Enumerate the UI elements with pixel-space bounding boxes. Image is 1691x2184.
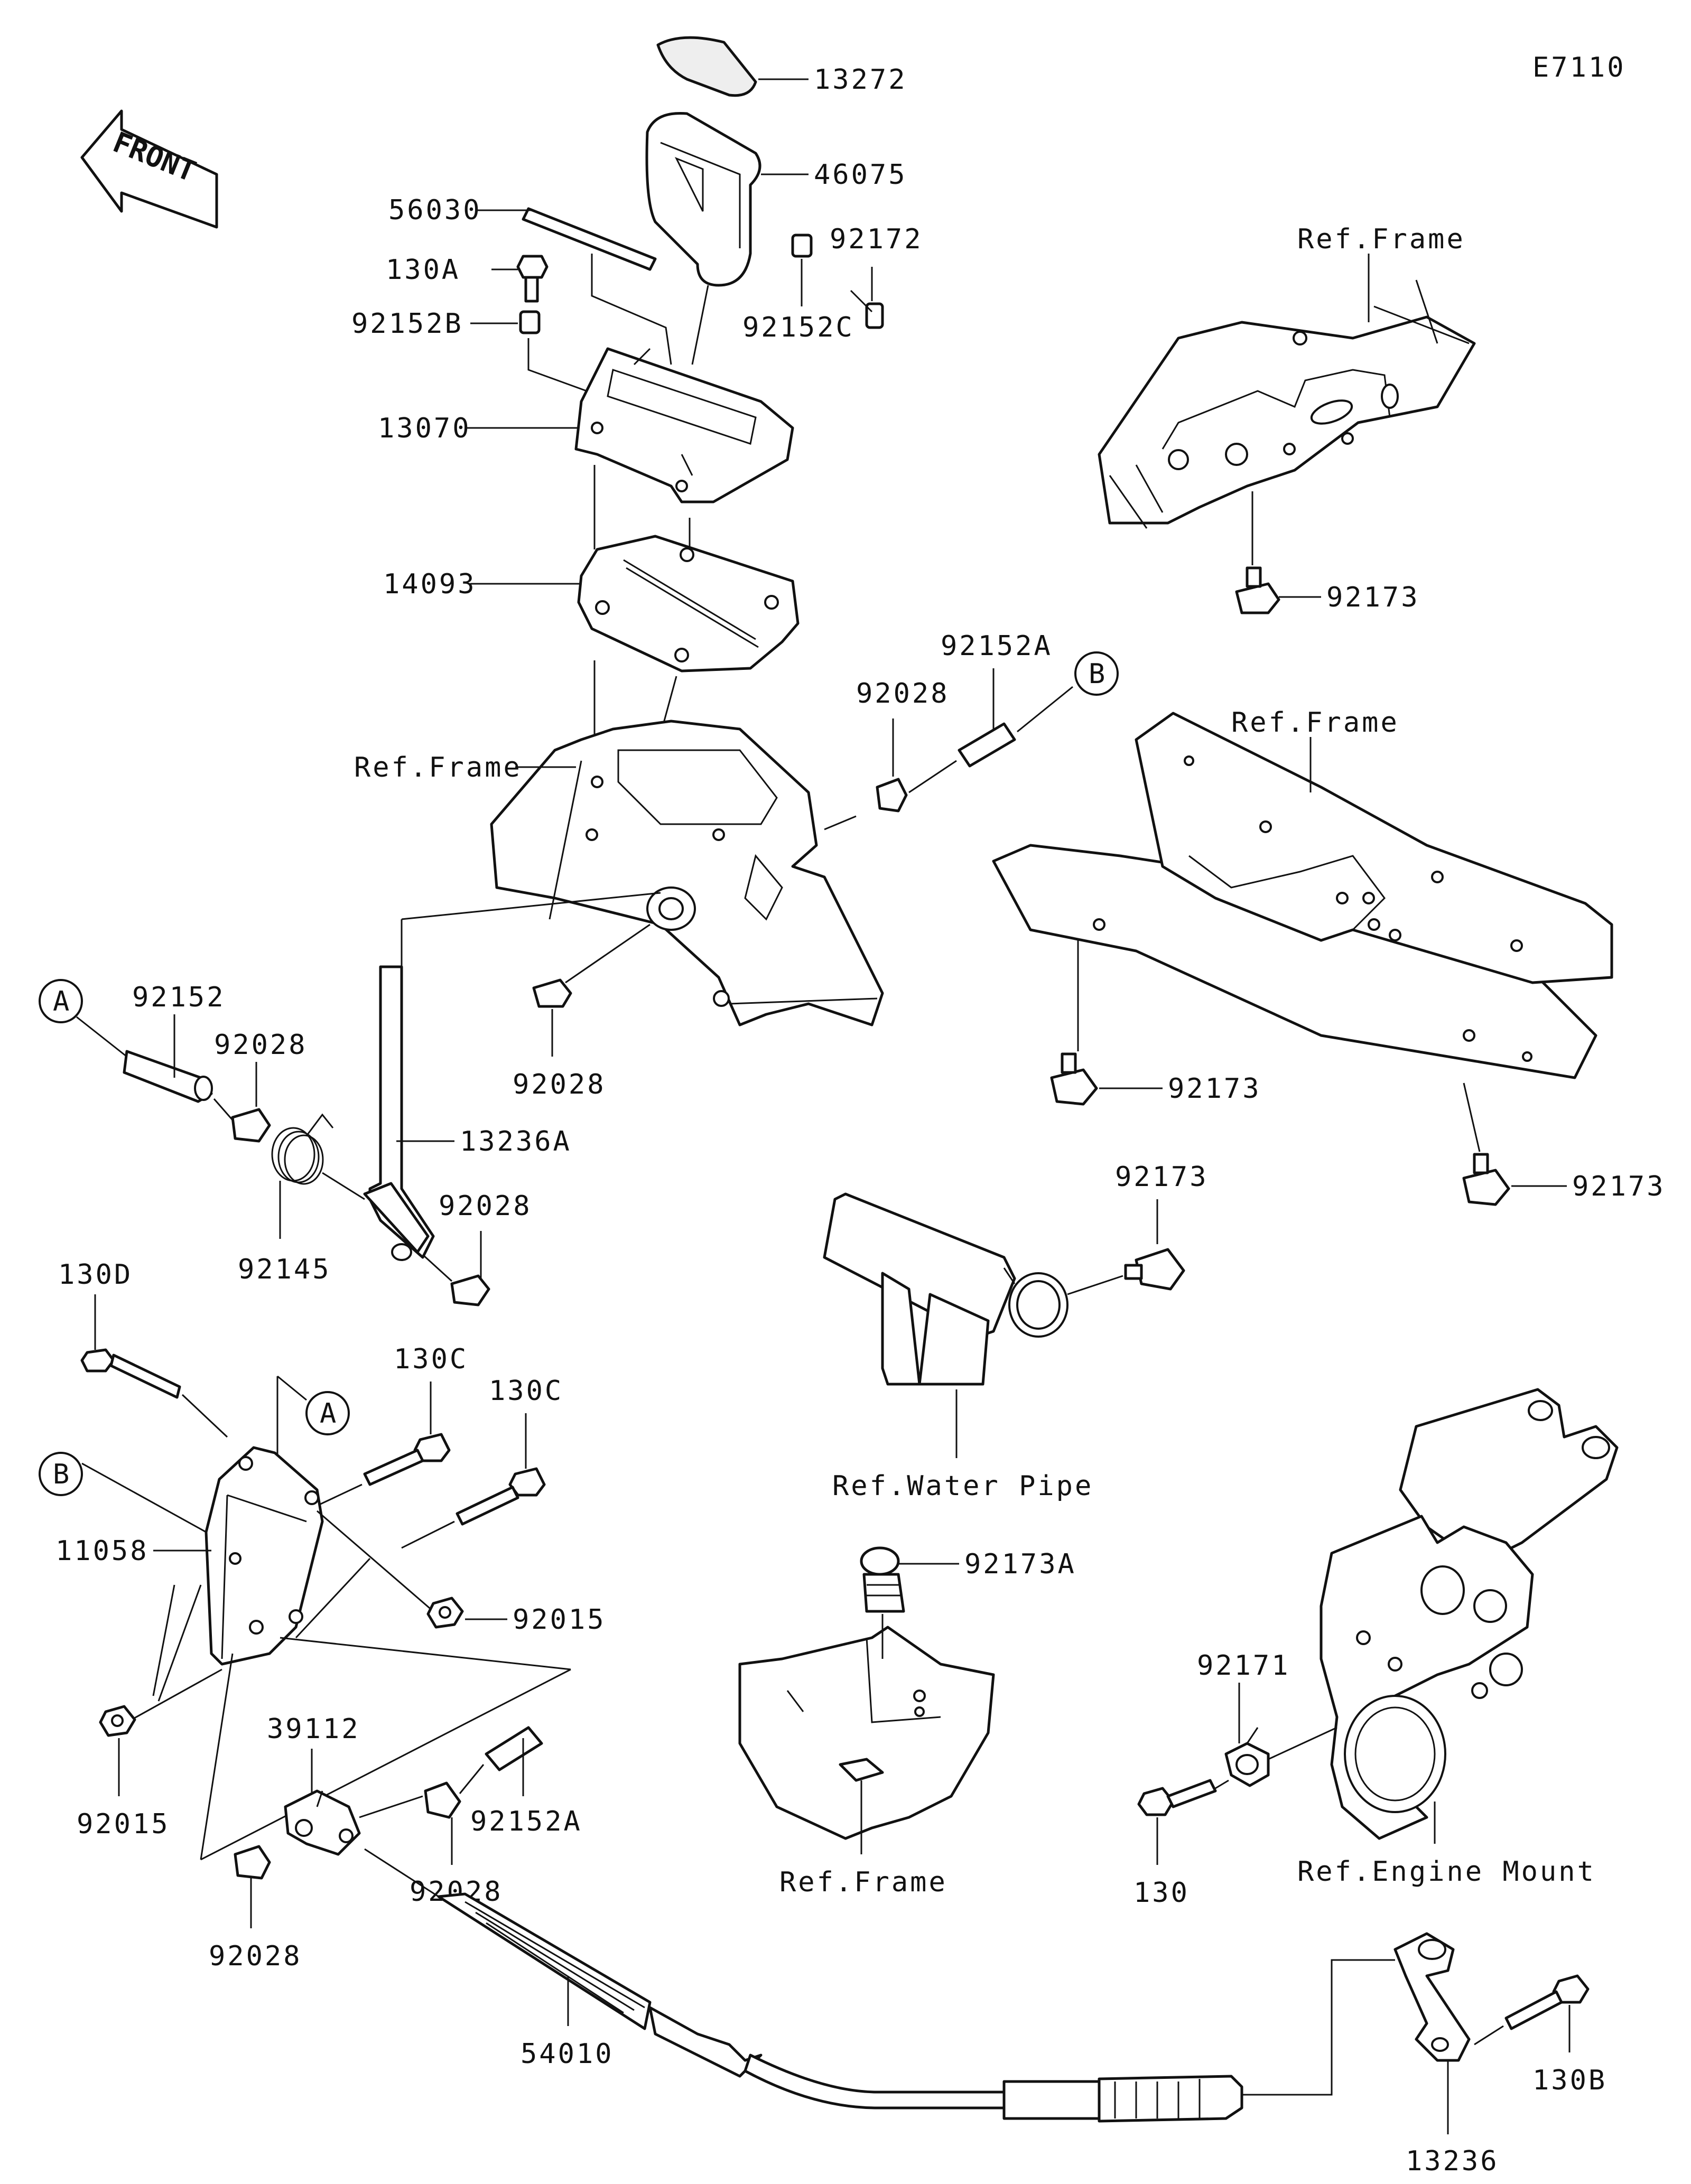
- label-92152A-bottom: 92152A: [470, 1806, 582, 1837]
- clip-92173-m1: [1050, 1052, 1098, 1106]
- bolt-130C-2: [456, 1467, 546, 1526]
- plate-56030: [522, 207, 657, 271]
- label-92028-left: 92028: [214, 1029, 308, 1061]
- label-92173-tr: 92173: [1326, 582, 1420, 613]
- label-46075: 46075: [814, 159, 907, 191]
- clip-92173-wp: [1124, 1248, 1185, 1291]
- collar-92152A-top: [958, 722, 1016, 768]
- callout-a-lower-label: A: [320, 1398, 336, 1430]
- callout-a-lower: A: [305, 1391, 350, 1435]
- label-92173A: 92173A: [964, 1548, 1076, 1580]
- label-92028-b2: 92028: [209, 1940, 302, 1972]
- label-92152C: 92152C: [742, 312, 854, 343]
- collar-92152: [123, 1050, 213, 1103]
- ref-water-pipe-label: Ref.Water Pipe: [832, 1470, 1093, 1502]
- label-13236: 13236: [1406, 2145, 1499, 2177]
- frame-mid-right: [992, 712, 1613, 1079]
- center-frame-bracket: [490, 720, 884, 1026]
- label-92173-wp: 92173: [1115, 1161, 1209, 1193]
- label-92152: 92152: [132, 982, 226, 1013]
- label-92173-m1: 92173: [1168, 1073, 1261, 1105]
- bushing-92028-top: [876, 778, 908, 813]
- front-arrow-icon: FRONT: [80, 109, 218, 229]
- callout-b-top-label: B: [1089, 658, 1105, 690]
- bushing-92028-left: [231, 1108, 271, 1143]
- clip-92173-m2: [1462, 1153, 1510, 1206]
- clip-92173-tr: [1235, 566, 1280, 614]
- label-13272: 13272: [814, 64, 907, 96]
- callout-a-left-label: A: [53, 986, 69, 1018]
- label-130B: 130B: [1532, 2065, 1607, 2096]
- cable-54010: [364, 1848, 1289, 2123]
- bushing-92028-b2: [234, 1845, 271, 1880]
- label-14093: 14093: [383, 568, 477, 600]
- shift-knob-46075: [645, 111, 761, 287]
- label-11058: 11058: [55, 1535, 149, 1567]
- ref-engine-mount-label: Ref.Engine Mount: [1297, 1856, 1596, 1888]
- label-92028-top: 92028: [856, 678, 950, 710]
- label-92015-left: 92015: [77, 1808, 170, 1840]
- bushing-92028-mid: [532, 978, 572, 1008]
- lever-13236: [1393, 1932, 1471, 2062]
- bolt-130B: [1504, 1974, 1590, 2030]
- label-130: 130: [1133, 1877, 1190, 1909]
- label-56030: 56030: [388, 194, 482, 226]
- ref-frame-center-label: Ref.Frame: [354, 752, 522, 783]
- label-92152B: 92152B: [351, 308, 463, 340]
- label-92173-m2: 92173: [1572, 1171, 1666, 1202]
- label-92152A-top: 92152A: [941, 630, 1053, 662]
- lever-13236A: [363, 965, 435, 1261]
- clip-92173A: [860, 1546, 905, 1613]
- frame-bottom-center: [738, 1626, 995, 1840]
- screw-92172: [850, 290, 884, 329]
- label-92015-right: 92015: [513, 1604, 606, 1636]
- bushing-92028-b1: [424, 1781, 461, 1819]
- joint-39112: [284, 1789, 361, 1856]
- nut-92015-left: [99, 1705, 136, 1737]
- gasket-14093: [577, 535, 800, 673]
- shift-guide-13070: [574, 347, 794, 503]
- callout-b-top: B: [1074, 651, 1119, 696]
- collar-92152B: [519, 310, 541, 334]
- label-92028-lower: 92028: [439, 1190, 532, 1222]
- label-92028-mid: 92028: [513, 1069, 606, 1100]
- nut-92015-right: [426, 1597, 464, 1629]
- label-13236A: 13236A: [460, 1126, 572, 1158]
- knob-cap-13272: [656, 36, 757, 97]
- bolt-130D: [80, 1348, 181, 1399]
- label-130A: 130A: [386, 254, 460, 286]
- callout-a-left: A: [39, 979, 83, 1023]
- label-92145: 92145: [238, 1254, 331, 1285]
- label-39112: 39112: [267, 1713, 360, 1745]
- bushing-92028-lower: [450, 1274, 490, 1306]
- collar-92152C: [791, 234, 813, 258]
- bolt-130: [1137, 1779, 1217, 1816]
- collar-92152A-bottom: [485, 1726, 543, 1771]
- label-130C-2: 130C: [489, 1375, 563, 1407]
- engine-mount: [1320, 1388, 1619, 1840]
- label-54010: 54010: [521, 2038, 614, 2070]
- callout-b-lower-label: B: [53, 1459, 69, 1490]
- bolt-130A: [516, 255, 549, 303]
- ref-frame-tr-label: Ref.Frame: [1297, 223, 1465, 255]
- ref-frame-bc-label: Ref.Frame: [779, 1866, 947, 1898]
- callout-b-lower: B: [39, 1452, 83, 1496]
- frame-top-right: [1098, 279, 1476, 529]
- bracket-11058: [205, 1446, 324, 1666]
- label-130D: 130D: [58, 1259, 133, 1291]
- clamp-92171: [1224, 1727, 1270, 1787]
- label-92171: 92171: [1197, 1650, 1290, 1682]
- diagram-id: E7110: [1532, 52, 1626, 83]
- bolt-130C-1: [363, 1433, 451, 1486]
- ref-frame-mr-label: Ref.Frame: [1231, 707, 1399, 739]
- label-13070: 13070: [378, 413, 471, 444]
- water-pipe: [823, 1192, 1069, 1386]
- spring-92145: [271, 1113, 334, 1185]
- label-130C-1: 130C: [394, 1343, 468, 1375]
- label-92172: 92172: [830, 223, 923, 255]
